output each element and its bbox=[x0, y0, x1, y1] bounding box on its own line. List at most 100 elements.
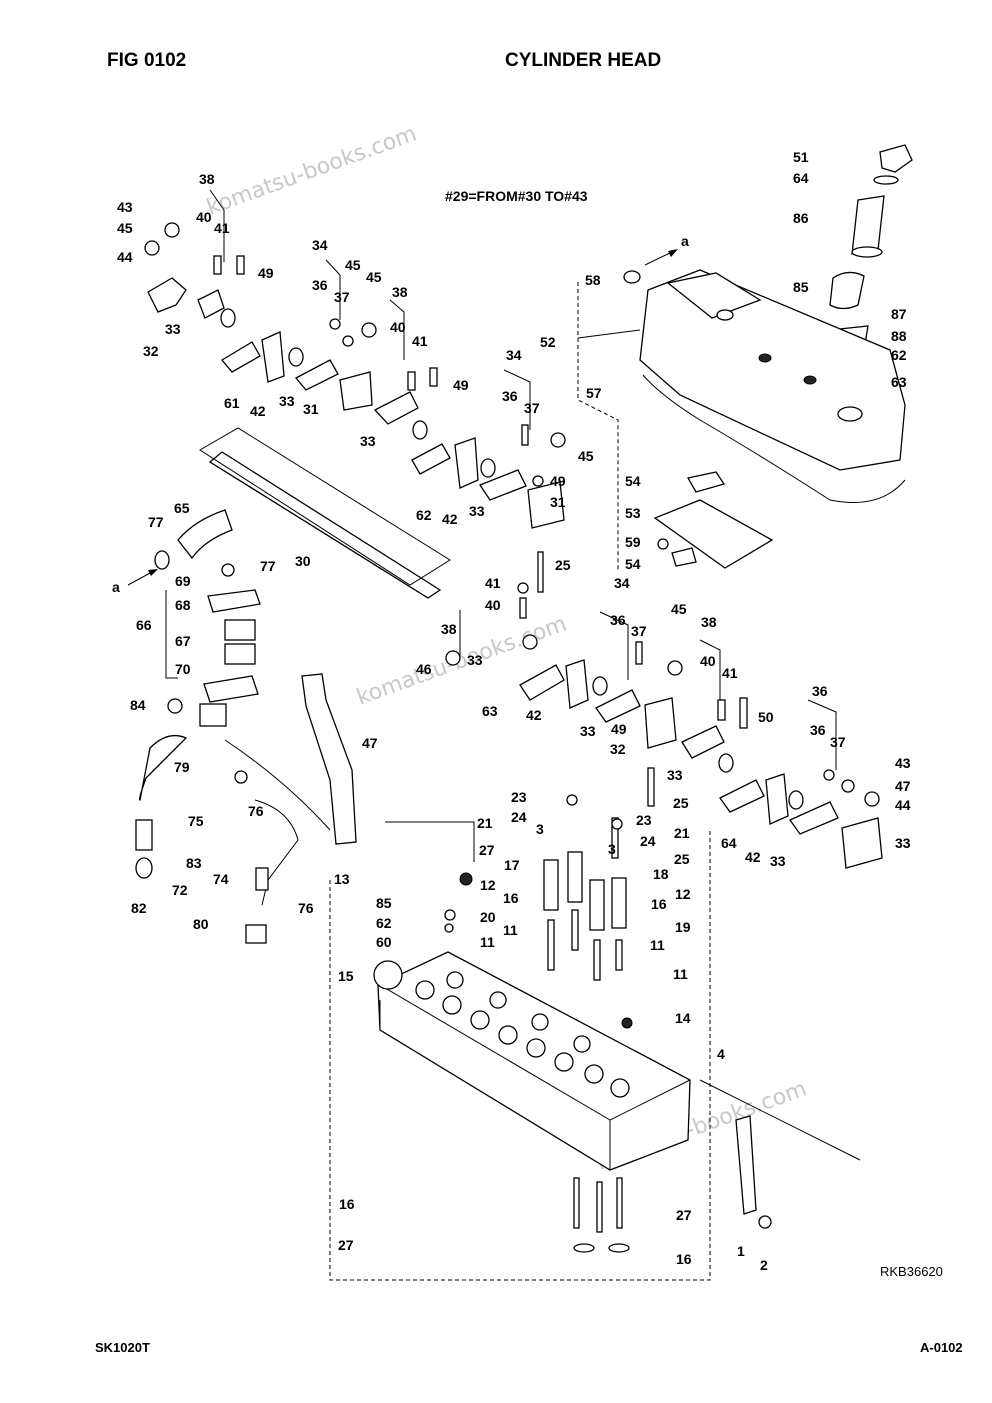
callout: 2 bbox=[760, 1257, 768, 1273]
callout: 57 bbox=[586, 385, 602, 401]
callout: 69 bbox=[175, 573, 191, 589]
callout: 53 bbox=[625, 505, 641, 521]
callout: 33 bbox=[770, 853, 786, 869]
applicability-note: #29=FROM#30 TO#43 bbox=[445, 188, 588, 204]
watermark: komatsu-books.com bbox=[204, 121, 421, 220]
callout: 33 bbox=[667, 767, 683, 783]
callout: 64 bbox=[793, 170, 809, 186]
callout: 85 bbox=[376, 895, 392, 911]
callout: 42 bbox=[745, 849, 761, 865]
callout: 77 bbox=[260, 558, 276, 574]
callout: 60 bbox=[376, 934, 392, 950]
callout: 58 bbox=[585, 272, 601, 288]
callout: 49 bbox=[453, 377, 469, 393]
callout: 44 bbox=[117, 249, 133, 265]
callout: 17 bbox=[504, 857, 520, 873]
callout: 51 bbox=[793, 149, 809, 165]
callout: 42 bbox=[526, 707, 542, 723]
callout: 27 bbox=[479, 842, 495, 858]
figure-title: CYLINDER HEAD bbox=[505, 50, 662, 71]
callout: 15 bbox=[338, 968, 354, 984]
callout: 20 bbox=[480, 909, 496, 925]
valve-spring-icon bbox=[444, 851, 627, 981]
callout: 32 bbox=[143, 343, 159, 359]
callout: 49 bbox=[611, 721, 627, 737]
callout: 75 bbox=[188, 813, 204, 829]
callout: 41 bbox=[485, 575, 501, 591]
callout: 16 bbox=[676, 1251, 692, 1267]
callout: 38 bbox=[441, 621, 457, 637]
rocker-arm-assembly-icon bbox=[147, 277, 883, 869]
callout: 32 bbox=[610, 741, 626, 757]
callout: 40 bbox=[390, 319, 406, 335]
callout: 88 bbox=[891, 328, 907, 344]
callout: 21 bbox=[674, 825, 690, 841]
callout: 33 bbox=[360, 433, 376, 449]
callout: 72 bbox=[172, 882, 188, 898]
callout: 3 bbox=[536, 821, 544, 837]
callout: 87 bbox=[891, 306, 907, 322]
callout: 59 bbox=[625, 534, 641, 550]
callout: 36 bbox=[812, 683, 828, 699]
callout: 45 bbox=[578, 448, 594, 464]
breather-hose-icon bbox=[135, 509, 331, 944]
callout: 41 bbox=[722, 665, 738, 681]
rocker-shaft-icon bbox=[199, 427, 451, 599]
callout: 42 bbox=[442, 511, 458, 527]
callout: 18 bbox=[653, 866, 669, 882]
callout: 49 bbox=[258, 265, 274, 281]
callout: 67 bbox=[175, 633, 191, 649]
callout-labels: 38 43 40 45 41 44 49 33 32 34 36 45 45 3… bbox=[117, 149, 911, 1273]
callout: 36 bbox=[312, 277, 328, 293]
callout: 61 bbox=[224, 395, 240, 411]
callout: 33 bbox=[467, 652, 483, 668]
callout: 40 bbox=[700, 653, 716, 669]
callout: 16 bbox=[503, 890, 519, 906]
callout: 70 bbox=[175, 661, 191, 677]
callout: 19 bbox=[675, 919, 691, 935]
callout: 47 bbox=[895, 778, 911, 794]
callout: 24 bbox=[640, 833, 656, 849]
callout: 27 bbox=[338, 1237, 354, 1253]
callout: 79 bbox=[174, 759, 190, 775]
callout: 23 bbox=[511, 789, 527, 805]
cylinder-head-icon bbox=[373, 951, 691, 1171]
callout: 34 bbox=[312, 237, 328, 253]
callout: 45 bbox=[117, 220, 133, 236]
callout: 36 bbox=[810, 722, 826, 738]
callout: 25 bbox=[674, 851, 690, 867]
callout: 64 bbox=[721, 835, 737, 851]
callout: 16 bbox=[339, 1196, 355, 1212]
callout: 33 bbox=[580, 723, 596, 739]
callout: 37 bbox=[631, 623, 647, 639]
flow-arrow-icon: a bbox=[644, 233, 689, 266]
callout: 30 bbox=[295, 553, 311, 569]
callout: 41 bbox=[412, 333, 428, 349]
callout: 44 bbox=[895, 797, 911, 813]
callout: 38 bbox=[701, 614, 717, 630]
callout: 40 bbox=[196, 209, 212, 225]
callout: 36 bbox=[610, 612, 626, 628]
callout: 82 bbox=[131, 900, 147, 916]
callout: 33 bbox=[469, 503, 485, 519]
callout: 4 bbox=[717, 1046, 725, 1062]
callout: 62 bbox=[416, 507, 432, 523]
figure-number: FIG 0102 bbox=[107, 50, 187, 71]
callout: 24 bbox=[511, 809, 527, 825]
callout: 42 bbox=[250, 403, 266, 419]
callout: 85 bbox=[793, 279, 809, 295]
callout: 37 bbox=[334, 289, 350, 305]
flow-arrow-icon: a bbox=[112, 569, 158, 595]
callout: 33 bbox=[165, 321, 181, 337]
callout: 25 bbox=[673, 795, 689, 811]
callout: 50 bbox=[758, 709, 774, 725]
arrow-label: a bbox=[112, 579, 120, 595]
callout: 37 bbox=[524, 400, 540, 416]
callout: 54 bbox=[625, 556, 641, 572]
decal-plate-icon bbox=[653, 471, 774, 569]
callout: 13 bbox=[334, 871, 350, 887]
callout: 31 bbox=[303, 401, 319, 417]
callout: 3 bbox=[608, 841, 616, 857]
callout: 12 bbox=[675, 886, 691, 902]
